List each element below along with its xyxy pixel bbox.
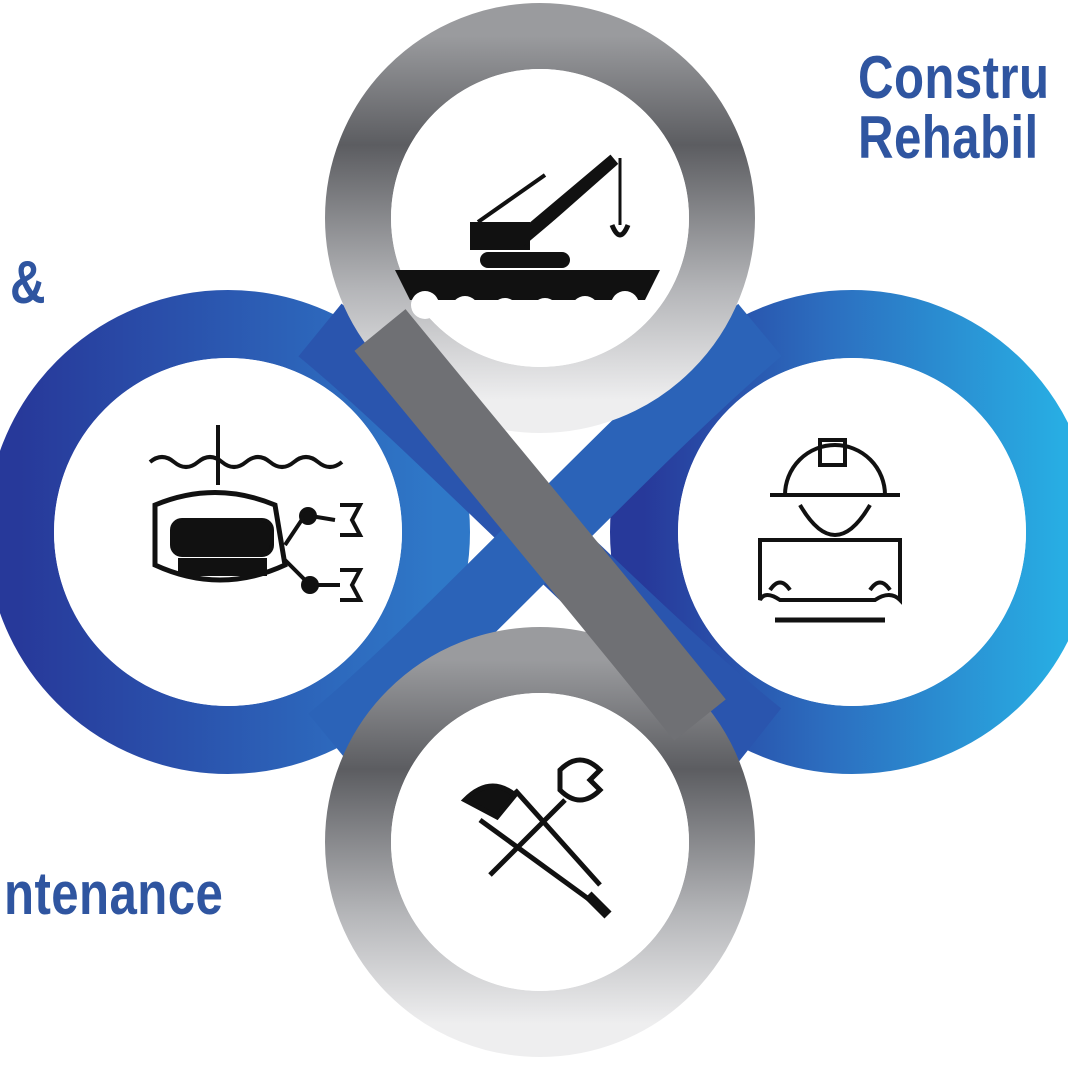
engineer-with-blueprint-icon [758, 438, 902, 623]
gray-loop [325, 3, 755, 1057]
gray-loop-bottom-lobe [325, 627, 755, 1057]
inspection-label-fragment: & [10, 249, 46, 316]
right-disc [678, 358, 1026, 706]
construction-label-line1: Constru [858, 44, 1050, 111]
maintenance-label-fragment: ntenance [4, 860, 224, 927]
gray-loop-top-lobe [325, 3, 755, 433]
gray-loop-crossing-band [354, 309, 726, 741]
underwater-rov-icon [148, 425, 364, 602]
blue-loop-right-lobe [610, 290, 1068, 774]
crane-on-barge-icon [395, 154, 660, 326]
tools-hammer-wrench-screwdriver-icon [460, 757, 612, 919]
blue-loop-left-lobe [0, 290, 470, 774]
bottom-disc [391, 693, 689, 991]
construction-label-line2: Rehabil [858, 104, 1039, 171]
